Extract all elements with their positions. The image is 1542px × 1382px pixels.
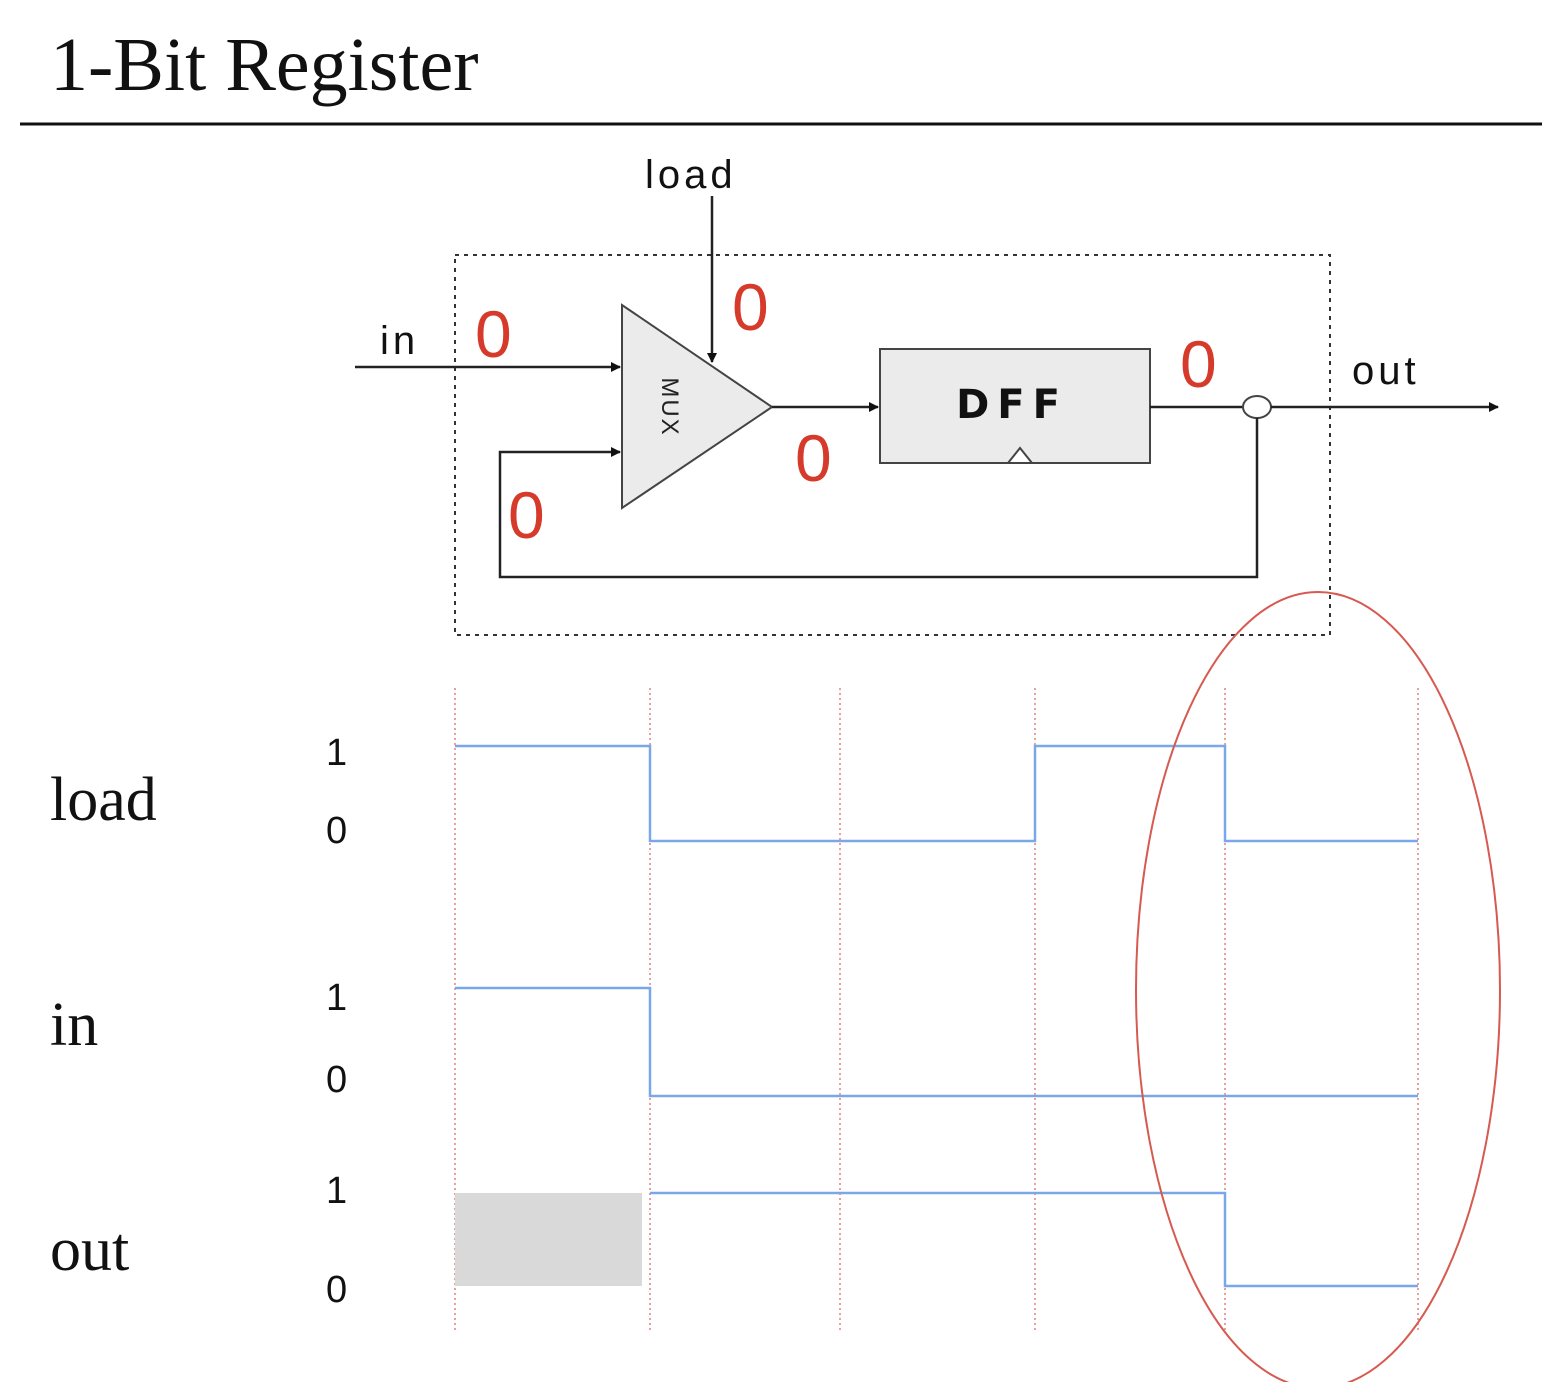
clock-input-icon — [1005, 446, 1035, 464]
load-low-level-label: 0 — [326, 810, 347, 852]
waveforms — [455, 744, 1418, 1288]
load-value: 0 — [732, 270, 769, 344]
dff-label: DFF — [956, 382, 1068, 428]
load-wire-label: load — [645, 153, 737, 197]
register-boundary — [454, 254, 1331, 636]
in-waveform — [455, 986, 1418, 1098]
feedback-value: 0 — [508, 478, 545, 552]
feedback-wire — [498, 418, 1259, 579]
highlight-ellipse — [1135, 591, 1501, 1382]
timing-diagram: load 1 0 in 1 0 out 1 0 — [50, 688, 1419, 1330]
mux-label: MUX — [656, 377, 683, 436]
mux-out-value: 0 — [795, 421, 832, 495]
load-signal-label: load — [50, 766, 157, 834]
dff-out-value: 0 — [1180, 327, 1217, 401]
junction-node — [1242, 395, 1272, 419]
in-high-level-label: 1 — [326, 977, 347, 1019]
out-signal-label: out — [50, 1216, 129, 1284]
load-high-level-label: 1 — [326, 732, 347, 774]
load-waveform — [455, 744, 1418, 843]
unknown-region — [455, 1193, 642, 1286]
out-wire-label: out — [1352, 349, 1420, 393]
out-low-level-label: 0 — [326, 1269, 347, 1311]
in-wire-label: in — [380, 319, 419, 363]
signal-labels: load 1 0 in 1 0 out 1 0 — [50, 732, 347, 1311]
slide-title: 1-Bit Register — [50, 23, 479, 107]
mux-block — [621, 303, 774, 510]
out-high-level-label: 1 — [326, 1170, 347, 1212]
in-signal-label: in — [50, 991, 98, 1059]
in-value: 0 — [475, 297, 512, 371]
in-low-level-label: 0 — [326, 1059, 347, 1101]
out-waveform — [650, 1191, 1418, 1288]
circuit-diagram: load in MUX DFF out 0 0 0 0 0 — [355, 153, 1499, 636]
